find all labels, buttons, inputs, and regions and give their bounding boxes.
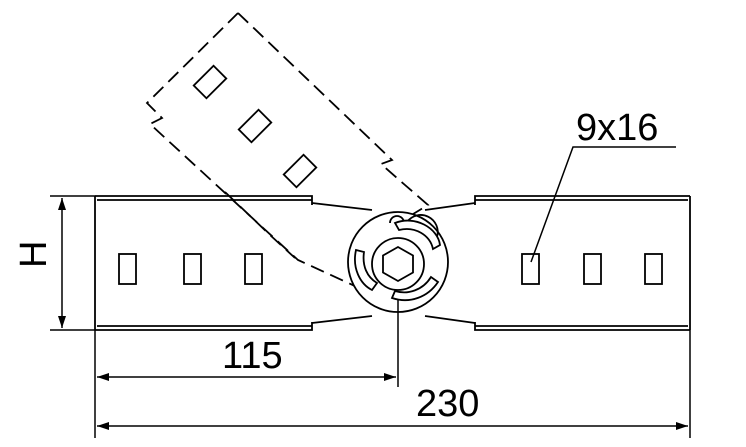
hinge-arc-slot — [354, 248, 379, 292]
right-slot — [644, 253, 663, 285]
slot-size-label: 9x16 — [576, 107, 658, 149]
left-slot — [183, 253, 202, 285]
left-slot — [118, 253, 137, 285]
hex-nut-icon — [382, 245, 414, 283]
hinge-arc-slot — [390, 275, 440, 302]
left-plate — [94, 195, 373, 331]
hinge-arc-slot — [393, 219, 441, 251]
right-plate — [424, 195, 691, 331]
left-plate-slots — [118, 253, 263, 285]
right-plate-slots — [521, 253, 663, 285]
height-dimension-label: H — [13, 241, 55, 268]
rotated-plate-slots — [192, 64, 318, 189]
rotated-slot — [282, 153, 318, 189]
left-slot — [244, 253, 263, 285]
rotated-slot — [237, 108, 273, 144]
height-dimension — [50, 195, 95, 331]
right-slot — [583, 253, 602, 285]
pivot-hinge — [347, 211, 449, 313]
rotated-plate-outline — [145, 12, 430, 294]
half-length-dimension — [94, 300, 399, 438]
slot-size-leader — [530, 146, 676, 263]
total-length-dimension — [97, 330, 691, 438]
half-length-label: 115 — [222, 335, 283, 377]
total-length-label: 230 — [416, 383, 479, 425]
rotated-slot — [192, 64, 228, 100]
right-slot — [521, 253, 540, 285]
